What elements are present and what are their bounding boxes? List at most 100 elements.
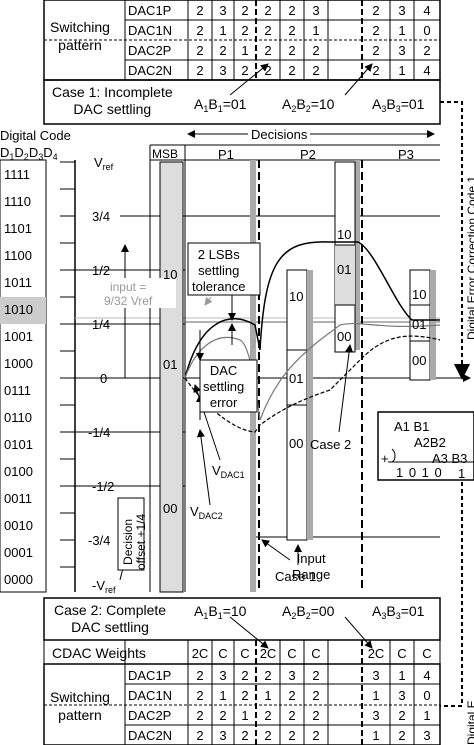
top-table-cell: 2 — [372, 63, 380, 78]
cdac-weight-cell: 2C — [191, 646, 209, 661]
code-item: 1010 — [4, 302, 33, 317]
d-bits-title: D1D2D3D4 — [0, 145, 58, 162]
v-label-1-4: 1/4 — [92, 317, 111, 332]
adder-result: 1 0 1 0 — [396, 465, 443, 480]
top-table-cell: 2 — [264, 23, 272, 38]
top-table-cell: 2 — [264, 43, 272, 58]
cdac-weights-label: CDAC Weights — [52, 645, 146, 661]
top-table-cell: 2 — [264, 3, 272, 18]
p2b-lo: 00 — [337, 329, 352, 344]
code-item: 1000 — [4, 356, 33, 371]
code-column — [0, 159, 47, 593]
top-table-cell: 2 — [372, 43, 380, 58]
bottom-table-cell: 2 — [219, 708, 227, 723]
bottom-table-cell: 2 — [196, 708, 204, 723]
bottom-table-cell: 2 — [288, 708, 296, 723]
bottom-table-cell: 2 — [264, 668, 272, 683]
code-item: 0000 — [4, 572, 33, 587]
top-table-cell: 3 — [398, 43, 406, 58]
cdac-weight-cell: C — [240, 646, 250, 661]
bottom-table-cell: 3 — [219, 728, 227, 743]
p2-lo: 00 — [289, 436, 304, 451]
adder-one: 1 — [458, 466, 466, 481]
top-table-cell: 3 — [398, 3, 406, 18]
case2-a3b3: A3B3=01 — [372, 603, 425, 621]
phase-msb: MSB — [152, 147, 179, 161]
bottom-table-cell: 2 — [196, 728, 204, 743]
code-item: 0110 — [4, 410, 32, 425]
bottom-table-cell: 2 — [288, 728, 296, 743]
input-label: input = 9/32 Vref — [104, 280, 153, 308]
bottom-table-cell: 0 — [423, 688, 431, 703]
v-label-1-2: 1/2 — [92, 263, 111, 278]
bottom-table-cell: 1 — [264, 688, 272, 703]
v-label-mref: -Vref — [92, 578, 116, 595]
code-item: 0101 — [4, 437, 33, 452]
p3-mid: 01 — [412, 317, 427, 332]
bottom-table-row-name: DAC2N — [128, 728, 173, 743]
top-switching-label: Switching pattern — [50, 19, 110, 53]
code-item: 0011 — [4, 491, 32, 506]
right-connector-bottom — [440, 482, 463, 707]
msb-mid: 01 — [163, 357, 178, 372]
bottom-table-cell: 2 — [196, 688, 204, 703]
top-table-cell: 2 — [241, 23, 249, 38]
bottom-table-cell: 3 — [219, 668, 227, 683]
cdac-weight-cell: C — [311, 646, 321, 661]
top-table-cell: 2 — [241, 3, 249, 18]
msb-hi: 10 — [163, 267, 178, 282]
top-table-cell: 1 — [398, 23, 406, 38]
case1-a2b2: A2B2=10 — [282, 96, 335, 114]
case1-a1b1: A1B1=01 — [194, 96, 247, 114]
decisions-label: Decisions — [248, 128, 311, 141]
v-label-ref: Vref — [94, 155, 114, 172]
p2-mid: 01 — [289, 371, 304, 386]
lsb-tolerance-label: 2 LSBs settling tolerance — [192, 247, 246, 294]
adder-a2b2: A2B2 — [414, 435, 446, 450]
v-label-m1-4: -1/4 — [88, 425, 111, 440]
bottom-table-cell: 1 — [423, 708, 431, 723]
cdac-weight-cell: 2C — [367, 646, 385, 661]
top-table-cell: 3 — [219, 3, 227, 18]
code-item: 1111 — [4, 167, 31, 182]
bottom-table-cell: 2 — [288, 688, 296, 703]
bottom-table-cell: 1 — [398, 668, 406, 683]
bottom-table-row-name: DAC2P — [128, 708, 172, 723]
p3-hi: 10 — [412, 287, 427, 302]
code-item: 1011 — [4, 275, 32, 290]
top-table-cell: 1 — [312, 23, 320, 38]
msb-lo: 00 — [163, 501, 178, 516]
v-label-m3-4: -3/4 — [88, 533, 111, 548]
top-table-cell: 2 — [372, 23, 380, 38]
bottom-table-cell: 2 — [312, 708, 320, 723]
cdac-weight-cell: 2C — [259, 646, 277, 661]
case2-a2b2: A2B2=00 — [282, 603, 335, 621]
v-label-m1-2: -1/2 — [92, 479, 115, 494]
bottom-table-cell: 3 — [288, 668, 296, 683]
v-label-0: 0 — [100, 371, 108, 386]
top-table-cell: 2 — [288, 3, 296, 18]
case2-label: Case 2: Complete DAC settling — [54, 602, 167, 635]
phase-p2: P2 — [300, 147, 316, 162]
top-table-cell: 2 — [264, 63, 272, 78]
p2b-hi: 10 — [337, 227, 352, 242]
code-item: 1001 — [4, 329, 33, 344]
top-table-cell: 4 — [423, 63, 431, 78]
decision-offset-label: Decision offset +1/4 — [121, 513, 148, 570]
y-axis-ticks — [60, 161, 75, 568]
bottom-table-cell: 3 — [372, 708, 380, 723]
bottom-table-cell: 3 — [423, 728, 431, 743]
bottom-table-cell: 3 — [372, 668, 380, 683]
dac-error-label: DAC settling error — [203, 363, 245, 410]
code-item: 0100 — [4, 464, 33, 479]
bottom-table-row-name: DAC1N — [128, 688, 173, 703]
vdac2-label: VDAC2 — [190, 504, 223, 521]
top-table-cell: 2 — [196, 23, 204, 38]
top-table-cell: 2 — [241, 63, 249, 78]
code-item: 1101 — [4, 221, 32, 236]
bottom-table-cell: 2 — [264, 708, 272, 723]
bottom-table-cell: 2 — [241, 728, 249, 743]
case2-marker: Case 2 — [310, 437, 352, 452]
